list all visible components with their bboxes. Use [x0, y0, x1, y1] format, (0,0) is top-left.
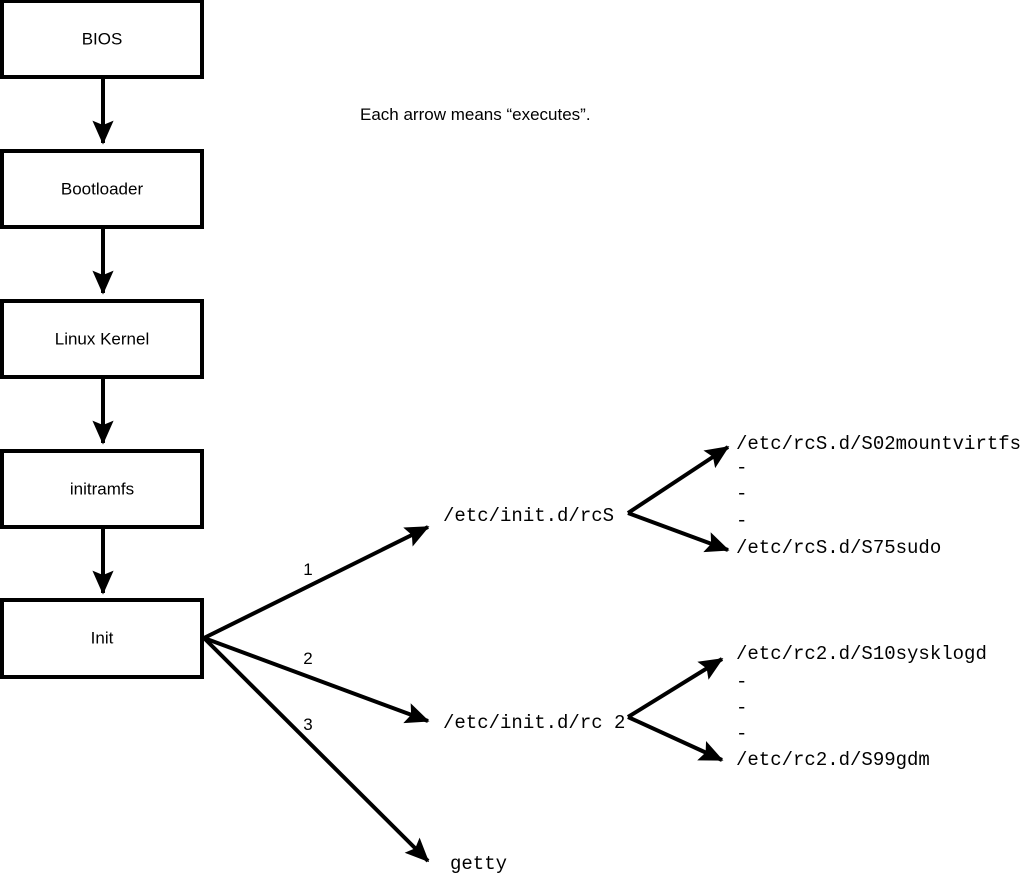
box-bootloader: Bootloader: [0, 149, 204, 229]
branch-number-1: 1: [303, 560, 312, 579]
rcS-ellipsis-dash-3: -: [736, 510, 747, 532]
label-init-d-rc2: /etc/init.d/rc 2: [443, 712, 625, 734]
arrow-rc2-to-first-script: [626, 657, 724, 719]
diagram-caption: Each arrow means “executes”.: [360, 105, 591, 124]
label-rcS-script-first: /etc/rcS.d/S02mountvirtfs: [736, 433, 1021, 455]
box-bios: BIOS: [0, 0, 204, 79]
label-init-d-rcS: /etc/init.d/rcS: [443, 505, 614, 527]
box-bios-label: BIOS: [82, 29, 123, 48]
label-getty: getty: [450, 853, 507, 875]
box-linux-kernel-label: Linux Kernel: [55, 329, 150, 348]
label-rc2-script-last: /etc/rc2.d/S99gdm: [736, 749, 930, 771]
box-init: Init: [0, 598, 204, 679]
branch-number-3: 3: [303, 715, 312, 734]
box-init-label: Init: [91, 628, 114, 647]
rc2-ellipsis-dash-3: -: [736, 723, 747, 745]
rcS-ellipsis-dash-2: -: [736, 483, 747, 505]
box-initramfs: initramfs: [0, 449, 204, 529]
label-rc2-script-first: /etc/rc2.d/S10sysklogd: [736, 643, 987, 665]
arrow-rcS-to-last-script: [627, 511, 730, 553]
arrow-init-to-rcS: [203, 525, 430, 640]
branch-number-2: 2: [303, 649, 312, 668]
arrow-rc2-to-last-script: [627, 715, 724, 762]
box-init-rect: [0, 598, 204, 679]
rcS-ellipsis-dash-1: -: [736, 457, 747, 479]
box-linux-kernel-rect: [0, 299, 204, 379]
rc2-ellipsis-dash-2: -: [736, 697, 747, 719]
arrow-init-to-getty: [202, 636, 430, 863]
box-bios-rect: [0, 0, 204, 79]
arrow-init-to-rc2: [203, 636, 430, 724]
box-bootloader-label: Bootloader: [61, 179, 144, 198]
rc2-ellipsis-dash-1: -: [736, 671, 747, 693]
box-bootloader-rect: [0, 149, 204, 229]
box-initramfs-label: initramfs: [70, 479, 134, 498]
arrow-rcS-to-first-script: [626, 445, 730, 515]
label-rcS-script-last: /etc/rcS.d/S75sudo: [736, 537, 941, 559]
box-linux-kernel: Linux Kernel: [0, 299, 204, 379]
